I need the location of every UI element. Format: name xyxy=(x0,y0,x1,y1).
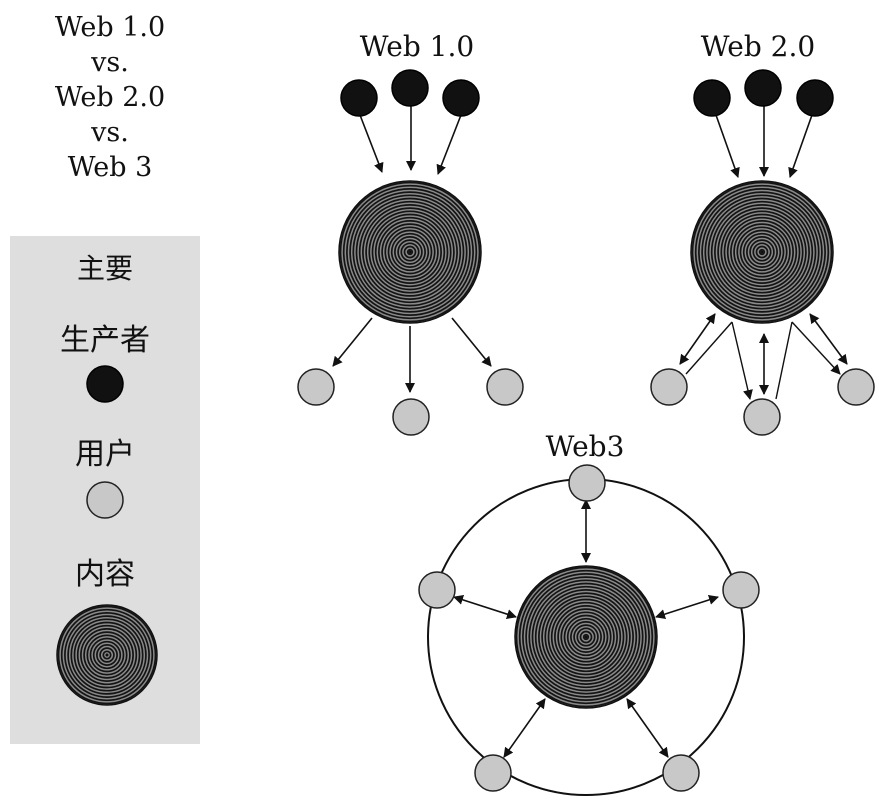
web2-arrow-contribution-3 xyxy=(775,321,793,400)
web1-user-node xyxy=(486,368,524,406)
web2-arrow-contribution-2 xyxy=(731,321,753,400)
web2-content-node xyxy=(690,180,834,324)
web1-producer-node xyxy=(340,79,378,117)
web2-user-node xyxy=(743,398,781,436)
web1-content-node xyxy=(338,180,482,324)
legend-user-icon xyxy=(86,481,124,519)
title-line-web1: Web 1.0 xyxy=(54,12,166,43)
web2-arrow-contribution-1 xyxy=(685,321,733,375)
web2-diagram: Web 2.0 xyxy=(650,30,875,436)
web2-arrow-bidirectional-3 xyxy=(809,313,848,365)
legend-producer-label: 生产者 xyxy=(60,323,150,358)
web2-producer-node xyxy=(744,69,782,107)
title-line-vs-2: vs. xyxy=(91,117,129,148)
web3-content-node xyxy=(514,565,658,709)
web2-arrow-bidirectional-1 xyxy=(679,313,716,365)
web1-arrow-user-3 xyxy=(451,317,492,367)
web2-producer-node xyxy=(693,79,731,117)
web3-user-node-right xyxy=(722,571,760,609)
web2-label: Web 2.0 xyxy=(701,30,815,63)
web2-arrow-contribution-4 xyxy=(791,321,841,375)
web2-user-node xyxy=(650,368,688,406)
web1-arrow-user-1 xyxy=(332,317,373,367)
title-line-web2: Web 2.0 xyxy=(54,82,166,113)
web3-user-node-top xyxy=(568,464,606,502)
web3-label: Web3 xyxy=(546,430,625,463)
web2-producer-node xyxy=(796,79,834,117)
web3-user-node-left xyxy=(418,571,456,609)
web2-arrow-producer-1 xyxy=(715,114,740,178)
web1-producer-node xyxy=(442,79,480,117)
web1-arrow-producer-3 xyxy=(436,114,462,175)
web3-diagram: Web3 xyxy=(418,430,760,796)
legend-items: 主要 生产者 用户 内容 xyxy=(56,252,158,706)
web3-arrow-bidirectional-bottom-right xyxy=(626,698,669,758)
legend-content-icon xyxy=(56,604,158,706)
title-line-vs-1: vs. xyxy=(91,47,129,78)
web3-arrow-bidirectional-right xyxy=(655,595,719,619)
web1-producer-node xyxy=(391,69,429,107)
legend-content-label: 内容 xyxy=(75,557,135,592)
web3-user-node-bottom-right xyxy=(662,754,700,792)
web2-arrow-producer-3 xyxy=(788,114,813,178)
web1-arrow-producer-1 xyxy=(359,114,384,173)
legend-user-label: 用户 xyxy=(75,437,135,472)
web1-label: Web 1.0 xyxy=(360,30,474,63)
web3-user-node-bottom-left xyxy=(474,754,512,792)
web1-user-node xyxy=(297,368,335,406)
web3-arrow-bidirectional-bottom-left xyxy=(503,698,546,758)
web1-diagram: Web 1.0 xyxy=(297,30,524,436)
legend-heading: 主要 xyxy=(77,252,133,285)
diagram-title: Web 1.0 vs. Web 2.0 vs. Web 3 xyxy=(30,10,190,185)
web2-user-node xyxy=(837,368,875,406)
web1-user-node xyxy=(392,398,430,436)
title-line-web3: Web 3 xyxy=(67,152,153,183)
legend-producer-icon xyxy=(86,365,124,403)
web3-arrow-bidirectional-left xyxy=(453,595,517,619)
